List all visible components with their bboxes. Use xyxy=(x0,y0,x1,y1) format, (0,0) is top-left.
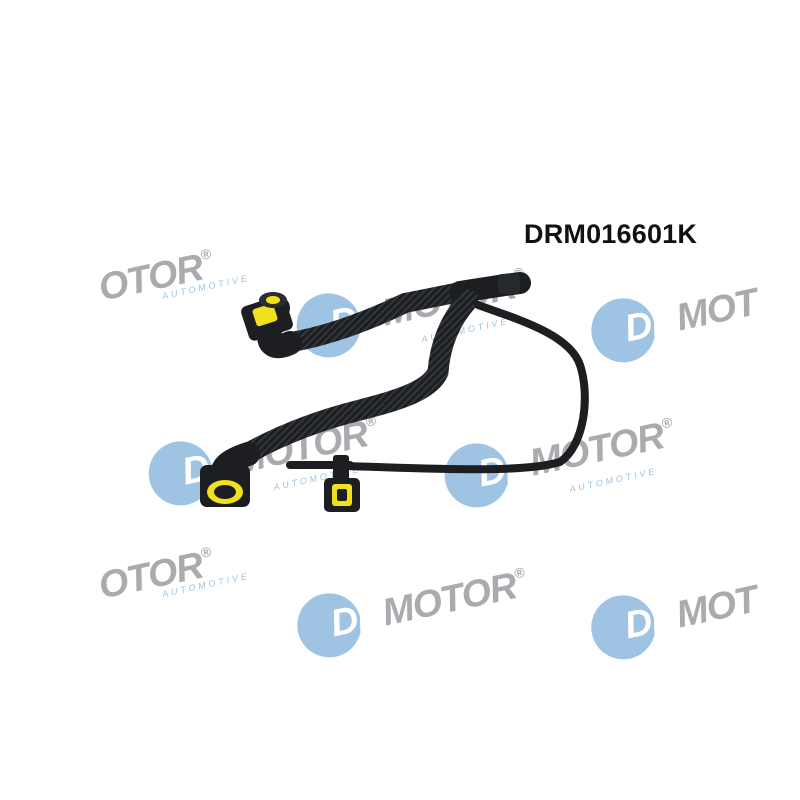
upper-corrugated-hose xyxy=(282,280,480,352)
thin-smooth-tube xyxy=(341,301,589,474)
upper-left-connector xyxy=(241,292,302,359)
lower-corrugated-hose xyxy=(234,289,479,466)
small-quick-connector xyxy=(324,455,360,512)
product-code: DRM016601K xyxy=(524,219,698,249)
lower-left-connector xyxy=(200,442,260,507)
t-junction-nozzle xyxy=(498,274,520,294)
